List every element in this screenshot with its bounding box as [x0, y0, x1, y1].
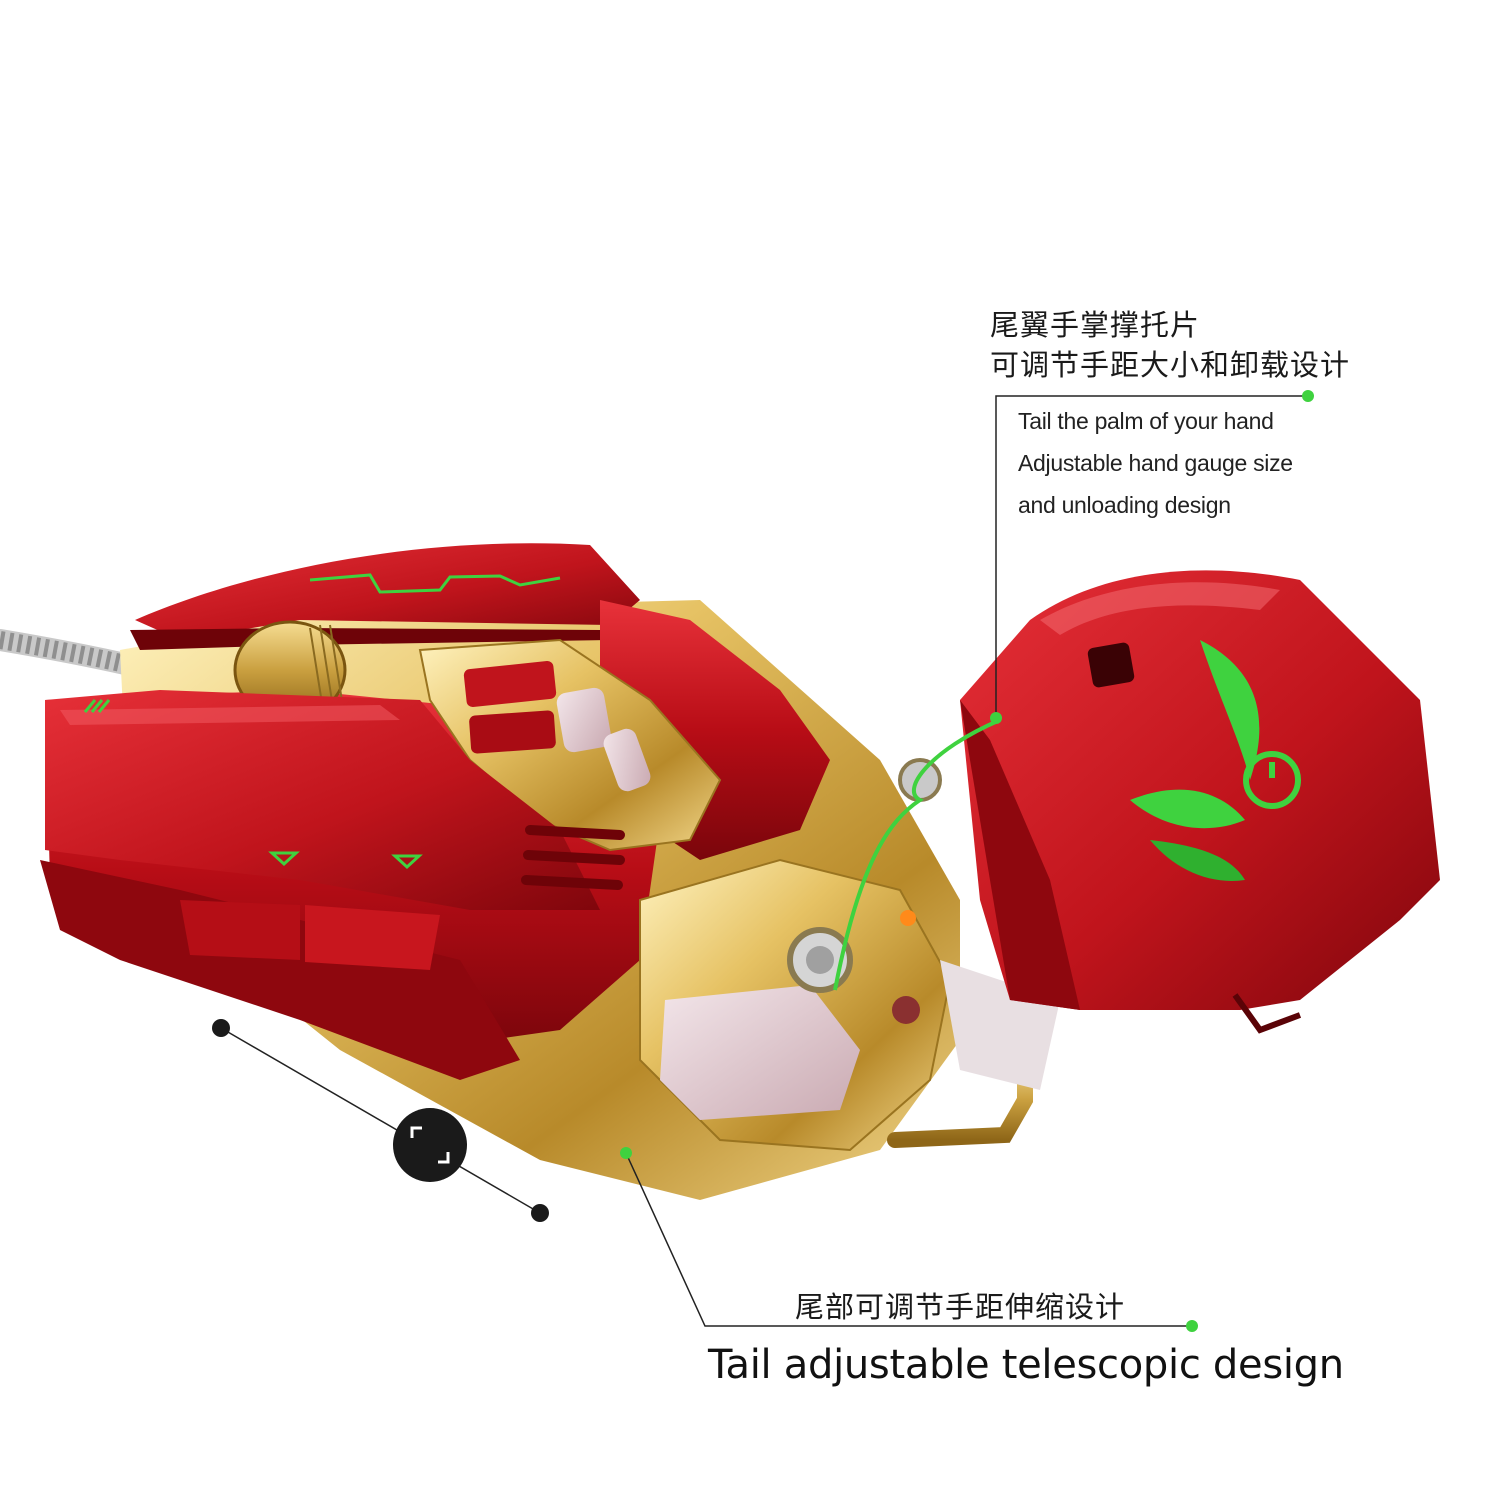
tail-leader-dot [1186, 1320, 1198, 1332]
mouse-left-button-highlight [60, 705, 400, 725]
palm-rest-anchor-dot [990, 712, 1002, 724]
tail-leader [625, 1152, 1192, 1327]
frame-window-2 [603, 728, 651, 792]
palm-rest-side-shadow [960, 700, 1080, 1010]
rear-clear-window [660, 985, 860, 1120]
side-green-stripes [83, 699, 111, 713]
palm-rest-en-line3: and unloading design [1018, 492, 1231, 518]
tail-anchor-dot [620, 1147, 632, 1159]
detached-palm-rest [960, 570, 1440, 1010]
palm-rest-en-line1: Tail the palm of your hand [1018, 408, 1274, 434]
palm-rest-cn-line1: 尾翼手掌撑托片 [990, 308, 1201, 342]
green-triangle-icon [391, 854, 423, 870]
expand-endpoint [212, 1019, 230, 1037]
mouse-red-side-lower [40, 860, 520, 1080]
tail-cn: 尾部可调节手距伸缩设计 [795, 1290, 1126, 1324]
palm-rest-cn-line2: 可调节手距大小和卸载设计 [990, 348, 1351, 382]
palm-rest-en-line2: Adjustable hand gauge size [1018, 450, 1293, 476]
expand-arrows-icon [393, 1108, 467, 1182]
tail-en: Tail adjustable telescopic design [708, 1342, 1344, 1388]
palm-rest-slot [1087, 642, 1135, 688]
expand-endpoint [531, 1204, 549, 1222]
status-led [900, 910, 916, 926]
mouse-left-button[interactable] [45, 690, 600, 910]
top-green-decal [309, 573, 561, 594]
palm-rest-leader-dot [1302, 390, 1314, 402]
rear-hole [892, 996, 920, 1024]
rear-hole-2 [898, 758, 942, 802]
rear-screw-inner [806, 946, 834, 974]
dpi-button-upper[interactable] [463, 660, 557, 708]
side-vents [521, 825, 625, 890]
palm-rest-notch [1232, 993, 1302, 1034]
green-fiber [833, 718, 1001, 991]
frame-window-1 [556, 687, 612, 753]
dpi-button-lower[interactable] [469, 710, 556, 754]
palm-rest-leader [995, 395, 1308, 718]
side-button-back[interactable] [180, 900, 300, 960]
brand-logo [1130, 640, 1301, 881]
green-triangle-icon [268, 851, 300, 867]
palm-rest-highlight [1040, 582, 1280, 635]
side-button-forward[interactable] [305, 905, 440, 970]
expand-line [220, 1027, 541, 1214]
